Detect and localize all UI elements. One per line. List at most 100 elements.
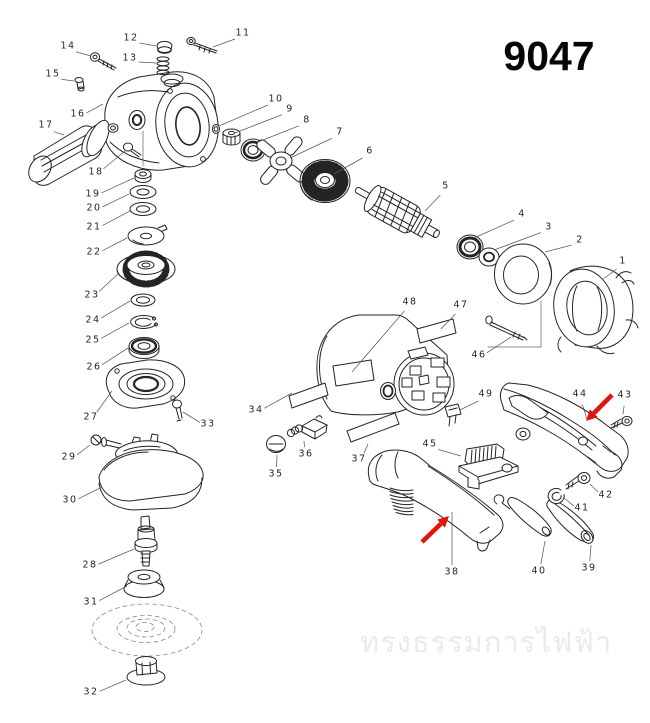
- part-1-field-art: [553, 265, 639, 355]
- part-label-29: 29: [62, 452, 77, 463]
- part-45-switch-art: [458, 443, 519, 490]
- part-label-38: 38: [445, 567, 460, 578]
- part-48-motor-housing-art: [316, 314, 455, 416]
- part-6-fan-art: [299, 159, 351, 203]
- part-36-carbon-brush-art: [286, 415, 328, 440]
- part-10-ring-art: [212, 124, 220, 134]
- leader-line-14: [76, 51, 92, 57]
- part-label-11: 11: [236, 28, 251, 39]
- leader-line-7: [289, 137, 333, 159]
- part-label-18: 18: [89, 167, 104, 178]
- part-41-clamp-art: [547, 487, 565, 504]
- leader-line-11: [212, 38, 236, 48]
- part-25-snap-ring-art: [130, 314, 158, 329]
- leader-line-36: [303, 440, 305, 448]
- leader-line-8: [257, 125, 299, 143]
- part-5-armature-art: [354, 185, 440, 239]
- part-label-21: 21: [87, 222, 102, 233]
- part-label-12: 12: [124, 33, 139, 44]
- part-19-cap-art: [134, 169, 152, 183]
- part-label-17: 17: [39, 120, 54, 131]
- leader-line-9: [234, 114, 282, 134]
- leader-line-44: [581, 404, 588, 420]
- leader-line-17: [53, 131, 65, 136]
- part-47-name-plate-art: [416, 318, 457, 344]
- leader-line-39: [589, 544, 592, 562]
- part-label-19: 19: [86, 189, 101, 200]
- part-label-27: 27: [84, 412, 99, 423]
- part-40-pipe-art: [493, 494, 552, 537]
- part-26-bearing-art: [128, 337, 160, 359]
- leader-line-25: [101, 322, 130, 339]
- part-49-connector-art: [444, 403, 462, 427]
- part-label-46: 46: [472, 350, 487, 361]
- leader-line-45: [438, 449, 462, 457]
- part-23-bevel-gear-art: [116, 250, 176, 288]
- part-27-bearing-box-art: [105, 359, 186, 409]
- leader-line-4: [473, 219, 515, 239]
- part-label-25: 25: [86, 335, 101, 346]
- leader-line-23: [98, 272, 120, 292]
- leader-line-40: [540, 540, 546, 565]
- part-42-screw-art: [565, 472, 591, 490]
- part-24-ring-art: [130, 293, 156, 307]
- leader-line-47: [440, 313, 456, 330]
- leader-line-28: [98, 548, 135, 565]
- leader-line-29: [76, 444, 91, 456]
- part-label-26: 26: [87, 362, 102, 373]
- part-2-baffle-ring-art: [494, 243, 553, 305]
- part-label-32: 32: [84, 687, 99, 698]
- part-label-2: 2: [576, 235, 583, 246]
- part-38-handle-art: [367, 449, 504, 552]
- part-label-39: 39: [582, 563, 597, 574]
- part-34-label-art: [288, 382, 329, 409]
- leader-line-1: [602, 268, 617, 280]
- leader-line-20: [102, 193, 130, 208]
- part-17-side-handle-art: [28, 119, 119, 186]
- leader-line-43: [622, 405, 625, 415]
- leader-lines: [53, 38, 625, 692]
- part-21-washer-art: [129, 202, 157, 216]
- part-22-plate-art: [127, 224, 168, 246]
- part-4-bearing-art: [456, 234, 484, 260]
- leader-line-22: [102, 237, 128, 252]
- part-31-inner-flange-art: [123, 569, 165, 598]
- part-label-23: 23: [85, 290, 100, 301]
- leader-line-5: [424, 194, 441, 212]
- part-label-5: 5: [442, 181, 449, 192]
- leader-line-12: [139, 42, 157, 47]
- leader-line-33: [182, 411, 200, 423]
- part-16-gear-housing-art: [104, 71, 219, 171]
- part-44-handle-cover-art: [499, 382, 629, 479]
- part-label-34: 34: [249, 405, 264, 416]
- leader-line-30: [78, 486, 103, 500]
- part-14-screw-art: [89, 52, 117, 71]
- red-arrow-shaft-1: [592, 393, 614, 415]
- part-8-bearing-art: [240, 138, 266, 162]
- leader-line-13: [138, 61, 157, 64]
- part-37-label-art: [346, 412, 400, 443]
- part-label-43: 43: [618, 390, 633, 401]
- leader-line-42: [589, 483, 599, 493]
- leader-line-18: [103, 150, 126, 170]
- part-label-30: 30: [63, 495, 78, 506]
- grinding-wheel-dashed-art: [91, 603, 203, 657]
- part-label-6: 6: [366, 146, 373, 157]
- part-label-15: 15: [46, 69, 61, 80]
- part-label-49: 49: [479, 389, 494, 400]
- leader-line-2: [544, 244, 572, 253]
- leader-line-16: [86, 103, 104, 114]
- part-label-3: 3: [545, 222, 552, 233]
- leader-line-6: [333, 157, 363, 175]
- part-label-28: 28: [83, 560, 98, 571]
- part-label-14: 14: [61, 41, 76, 52]
- part-label-16: 16: [71, 109, 86, 120]
- part-18-screw-art: [122, 142, 142, 158]
- leader-line-34: [264, 392, 293, 409]
- highlight-arrows: [420, 393, 614, 544]
- leader-line-26: [101, 347, 129, 366]
- leader-line-31: [99, 585, 128, 601]
- part-35-brush-cap-art: [266, 435, 286, 453]
- part-label-35: 35: [269, 469, 284, 480]
